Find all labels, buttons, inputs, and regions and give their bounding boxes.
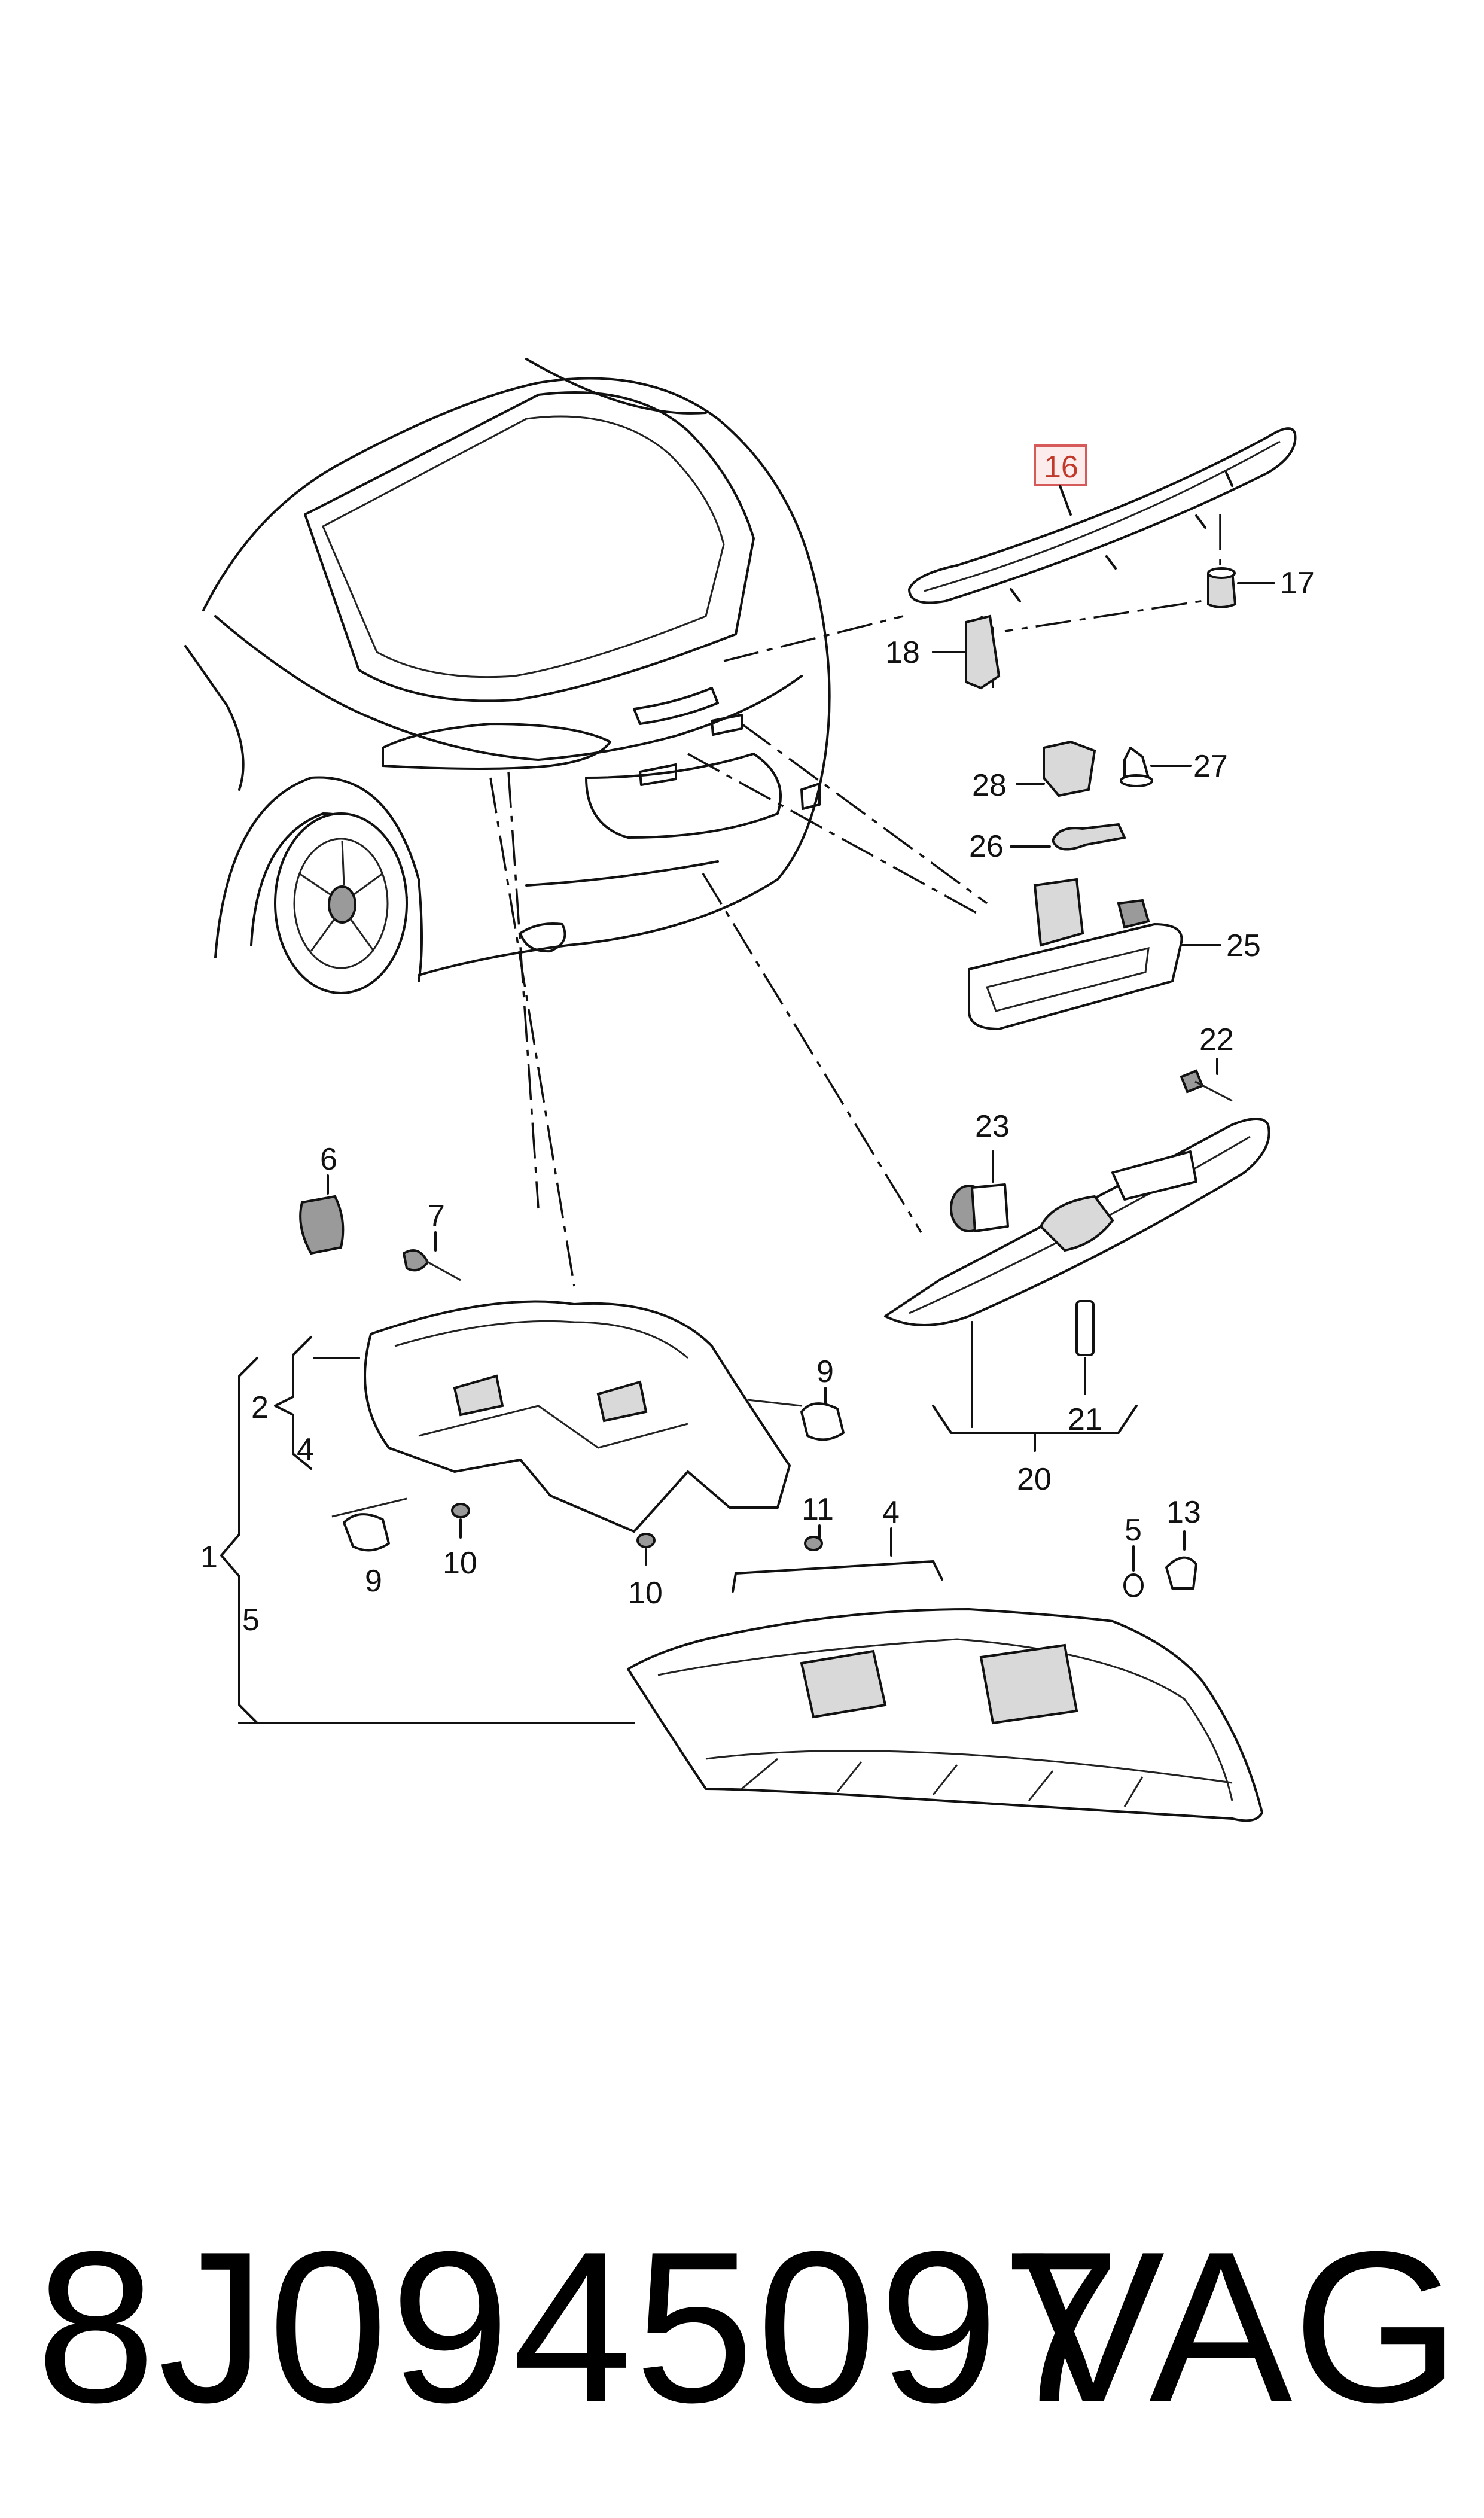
label-4b: 4 — [882, 1495, 900, 1530]
part-7-screw — [402, 1231, 461, 1281]
part-number: 8J0945097 — [36, 2207, 1123, 2447]
part-11-bulb-holder — [804, 1524, 823, 1551]
part-23-bulb-socket — [950, 1150, 1009, 1232]
callout-labels: 1 2 4 4 5 5 6 7 9 9 10 10 11 13 16 17 18… — [200, 444, 1315, 1637]
label-26: 26 — [969, 829, 1004, 864]
bracket-2 — [274, 1336, 360, 1470]
part-2-bulb-carrier — [364, 1300, 791, 1533]
part-18-clip — [932, 614, 1001, 690]
leader-lines — [489, 514, 1221, 1287]
label-22: 22 — [1199, 1022, 1234, 1057]
footer: 8J0945097 VAG — [0, 2208, 1484, 2483]
label-27: 27 — [1193, 749, 1228, 784]
part-16-brake-light-strip — [908, 427, 1297, 604]
bracket-1 — [220, 1357, 635, 1724]
label-20: 20 — [1017, 1462, 1052, 1497]
car-rear-body — [184, 358, 831, 994]
part-28-bulb-holder — [1016, 740, 1096, 797]
bracket-20 — [932, 1405, 1138, 1452]
label-16-highlight — [1034, 444, 1087, 486]
label-7: 7 — [428, 1199, 445, 1234]
label-5b: 5 — [1125, 1513, 1142, 1548]
part-5-washer — [1123, 1545, 1144, 1597]
label-9b: 9 — [816, 1354, 834, 1389]
label-21: 21 — [1068, 1402, 1102, 1437]
label-11: 11 — [802, 1492, 834, 1527]
part-6-bulb-cover — [299, 1174, 345, 1255]
brand-name: VAG — [1021, 2207, 1460, 2447]
label-6: 6 — [320, 1142, 337, 1177]
part-21-bulb — [1075, 1300, 1095, 1395]
part-10-bulb-holders — [451, 1503, 656, 1566]
part-20-rear-reflector-lamp — [884, 1118, 1270, 1326]
part-5-tail-light-unit — [627, 1608, 1263, 1822]
label-4a: 4 — [297, 1432, 314, 1467]
label-13: 13 — [1166, 1495, 1201, 1530]
part-4-seal — [732, 1527, 943, 1593]
part-17-cap — [1207, 567, 1275, 608]
label-25: 25 — [1226, 928, 1261, 963]
label-10b: 10 — [628, 1576, 663, 1610]
label-18: 18 — [885, 635, 920, 670]
part-13-clip — [1165, 1530, 1197, 1590]
label-10a: 10 — [443, 1546, 477, 1581]
label-28: 28 — [972, 768, 1007, 803]
label-16: 16 — [1044, 450, 1078, 485]
part-25-licence-plate-light — [968, 878, 1221, 1030]
part-27-clip — [1120, 747, 1192, 787]
parts-diagram: 1 2 4 4 5 5 6 7 9 9 10 10 11 13 16 17 18… — [184, 358, 1315, 1822]
label-5a: 5 — [242, 1603, 260, 1637]
label-23: 23 — [975, 1109, 1010, 1144]
label-9a: 9 — [365, 1564, 382, 1599]
part-9-bulbs — [331, 1387, 845, 1552]
label-2: 2 — [251, 1390, 269, 1425]
part-26-festoon-bulb — [1010, 823, 1126, 851]
part-22-screw — [1180, 1058, 1233, 1102]
leader-16 — [1059, 485, 1072, 516]
label-17: 17 — [1280, 566, 1315, 601]
label-1: 1 — [200, 1540, 218, 1575]
